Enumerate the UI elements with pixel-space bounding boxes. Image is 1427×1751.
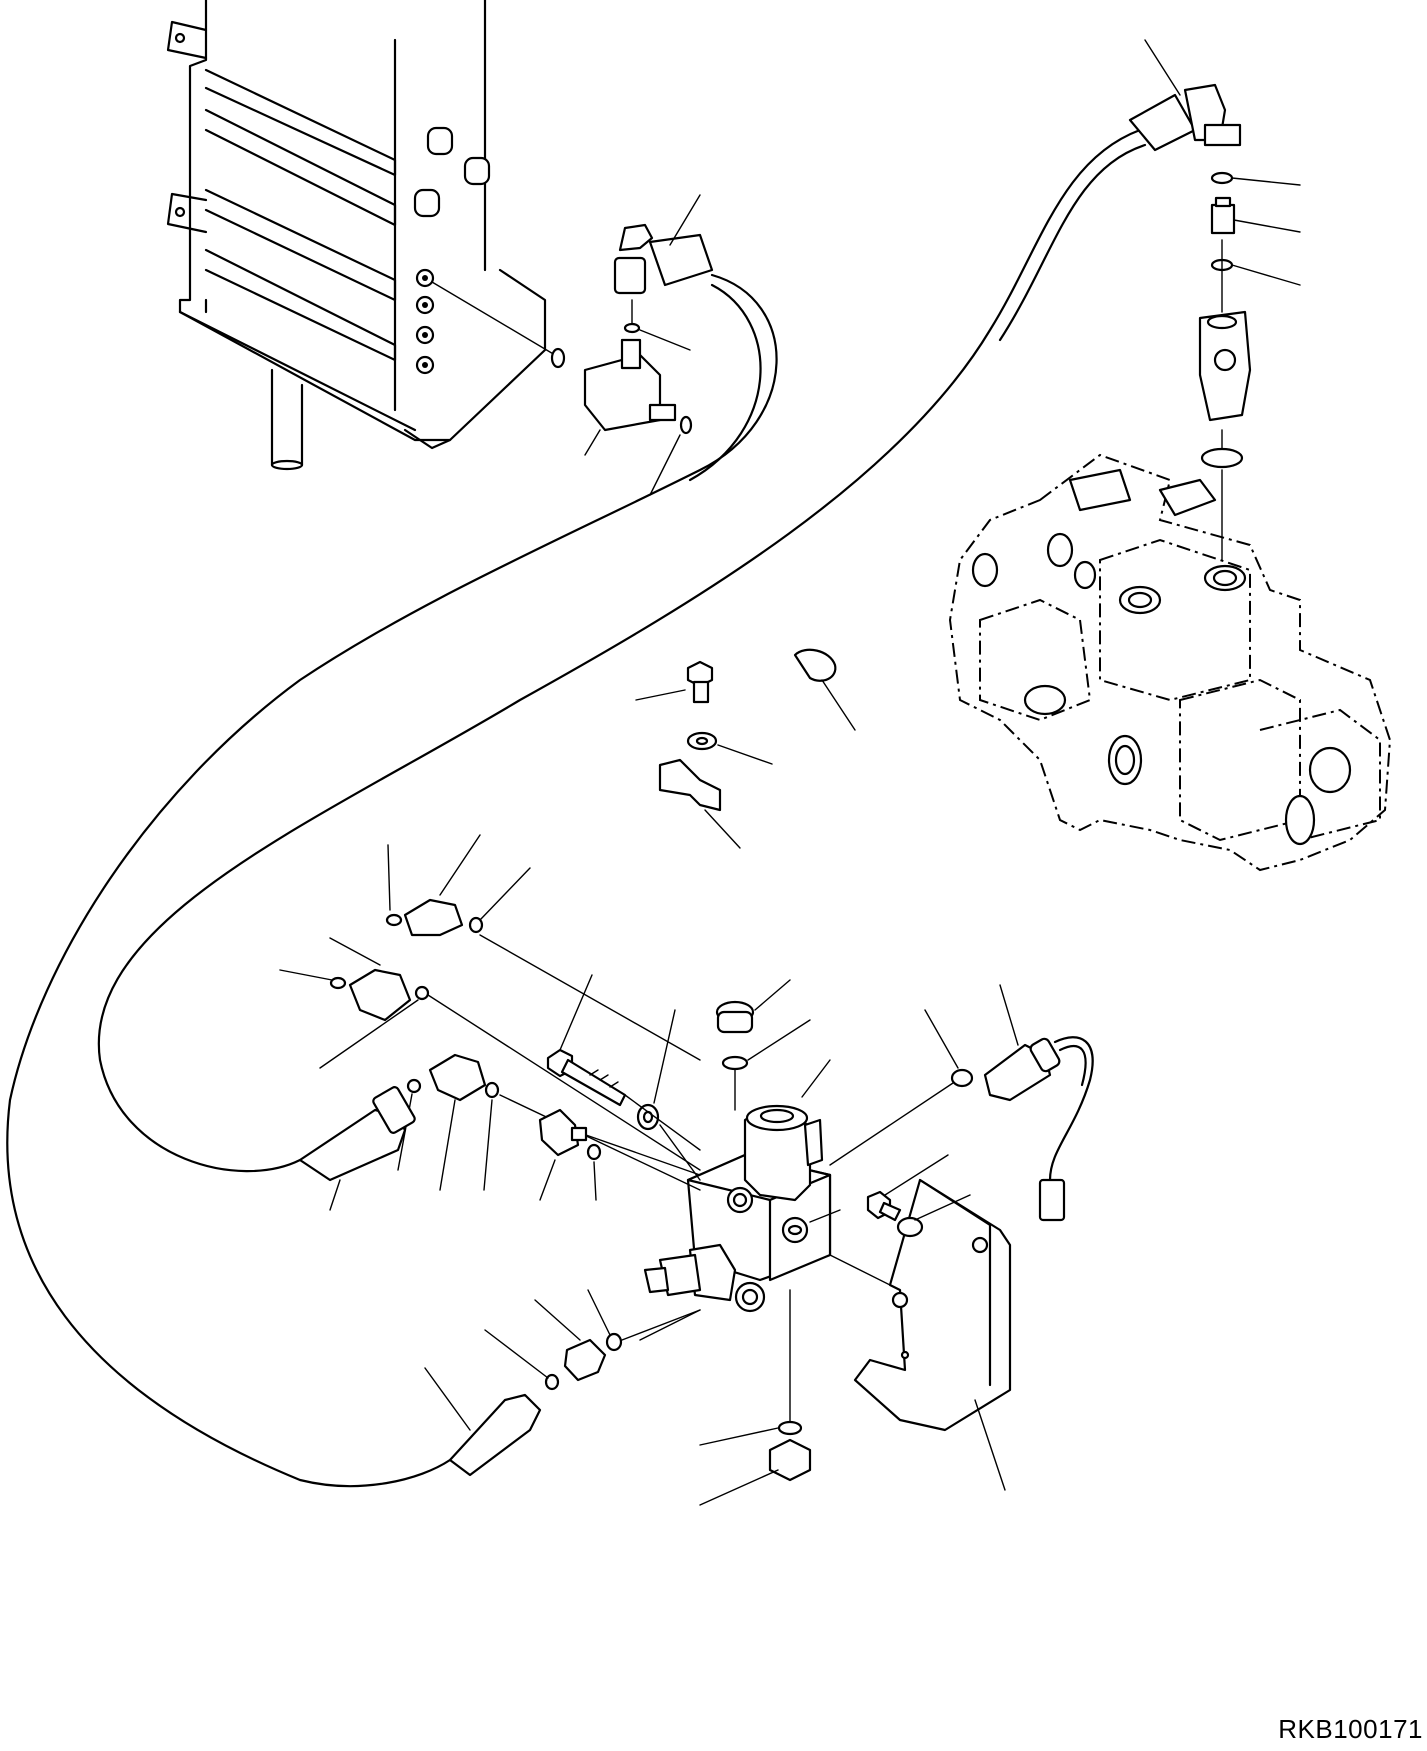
plug-top bbox=[715, 979, 831, 1111]
solenoid-valve bbox=[643, 1104, 841, 1313]
elbow-hose-upper bbox=[6, 194, 778, 1488]
control-valve-block bbox=[948, 453, 1392, 872]
mounting-bracket bbox=[853, 1154, 1012, 1491]
lower-hose-fittings bbox=[424, 1289, 701, 1477]
tee-fitting bbox=[550, 299, 693, 496]
mounting-bolt bbox=[546, 974, 701, 1181]
pressure-switch-stack bbox=[1198, 171, 1301, 561]
plug-bottom bbox=[699, 1289, 812, 1506]
pressure-sensor bbox=[829, 984, 1094, 1222]
long-hose bbox=[97, 39, 1242, 1173]
drawing-code: RKB100171 bbox=[1278, 1714, 1423, 1744]
leader-lines bbox=[639, 1254, 901, 1341]
clamp-assembly bbox=[635, 648, 856, 849]
left-fittings bbox=[279, 834, 701, 1211]
cooler-frame bbox=[166, 0, 556, 471]
